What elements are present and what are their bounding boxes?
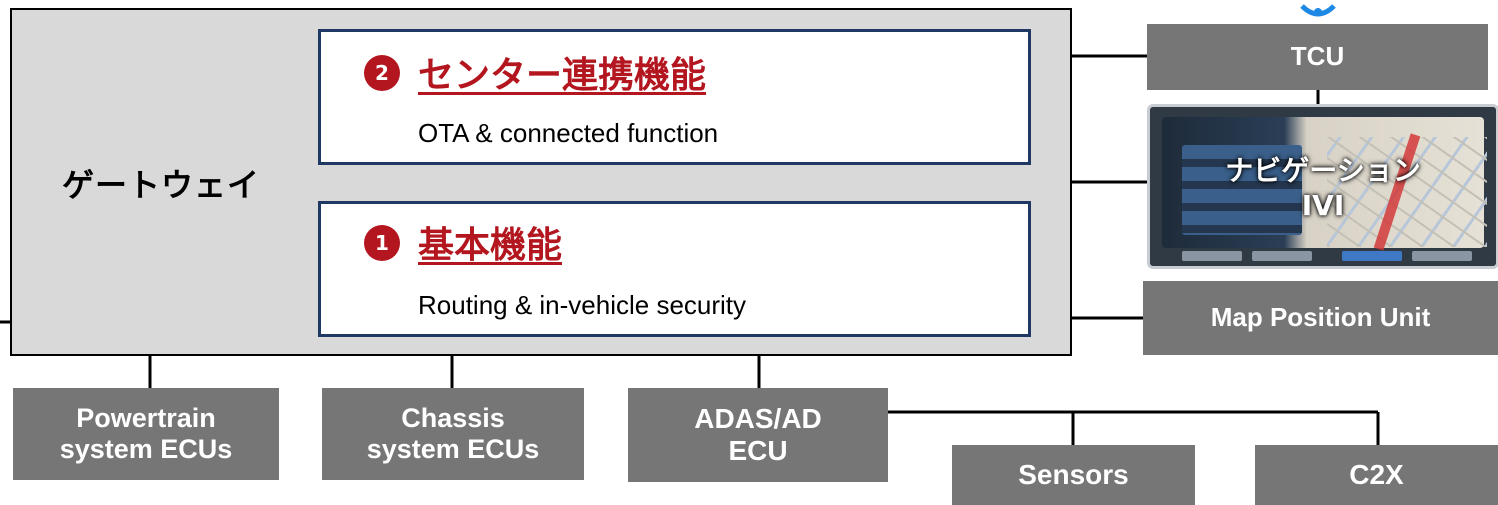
c2x-box: C2X [1255,445,1498,505]
adas-ecu-box: ADAS/AD ECU [628,388,888,482]
basic-function-subtitle: Routing & in-vehicle security [418,290,747,320]
basic-function-box: 1 基本機能 Routing & in-vehicle security [318,201,1031,337]
chassis-line1: Chassis [401,402,505,433]
ivi-label: IVI [1301,189,1345,222]
adas-line1: ADAS/AD [694,402,822,434]
sensors-box: Sensors [952,445,1195,505]
map-position-unit: Map Position Unit [1143,281,1498,355]
powertrain-ecu-box: Powertrain system ECUs [13,388,279,480]
function-number-badge: 1 [364,225,400,261]
center-function-box: 2 センター連携機能 OTA & connected function [318,29,1031,165]
powertrain-line1: Powertrain [76,402,216,433]
gateway-label: ゲートウェイ [62,166,261,204]
tcu-unit: TCU [1147,24,1488,90]
tcu-label: TCU [1290,41,1345,72]
center-function-title: センター連携機能 [418,55,707,96]
c2x-label: C2X [1349,458,1404,490]
center-function-subtitle: OTA & connected function [418,118,719,148]
adas-line2: ECU [728,435,788,466]
function-number-badge: 2 [364,55,400,91]
ivi-navigation-label: ナビゲーション [1225,154,1421,187]
navigation-screen [1162,117,1487,261]
basic-function-title: 基本機能 [418,225,563,266]
powertrain-line2: system ECUs [59,434,233,464]
ivi-navigation-unit: ナビゲーション IVI [1147,104,1498,269]
sensors-label: Sensors [1018,458,1129,490]
chassis-line2: system ECUs [366,434,540,464]
wifi-icon [1300,4,1336,17]
chassis-ecu-box: Chassis system ECUs [322,388,584,480]
map-position-label: Map Position Unit [1210,302,1431,333]
